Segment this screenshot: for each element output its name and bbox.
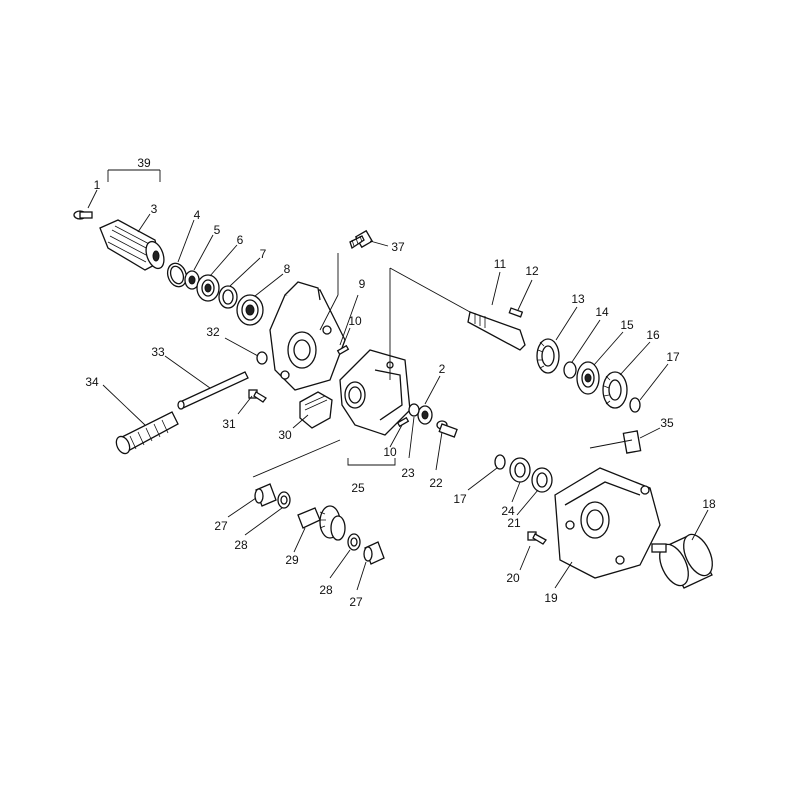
callout-7: 7 [260, 247, 267, 261]
callout-34: 34 [85, 375, 99, 389]
part-9-gear-case [269, 281, 346, 391]
part-3-chuck [99, 219, 165, 271]
part-1-screw [73, 210, 93, 220]
part-19-motor-housing [554, 467, 661, 579]
callout-9: 9 [359, 277, 366, 291]
part-27-sleeve-upper [254, 483, 277, 507]
callout-18: 18 [702, 497, 716, 511]
part-7-spacer [218, 285, 238, 309]
part-11-spindle [467, 311, 526, 351]
part-21-bearing [531, 467, 553, 493]
part-28-washer-upper [277, 491, 291, 509]
part-31-screw [248, 389, 267, 403]
assembly-lines [107, 169, 633, 478]
callout-35: 35 [660, 416, 674, 430]
callout-17-upper: 17 [666, 350, 680, 364]
callout-22: 22 [429, 476, 443, 490]
part-20-screw [527, 531, 547, 545]
callout-30: 30 [278, 428, 292, 442]
part-15-clutch [576, 361, 600, 395]
callout-17-lower: 17 [453, 492, 467, 506]
callout-12: 12 [525, 264, 539, 278]
part-29-gear-shaft [297, 505, 346, 541]
callout-2: 2 [439, 362, 446, 376]
part-35-label [622, 430, 642, 454]
callout-14: 14 [595, 305, 609, 319]
part-10-pin-lower [396, 416, 410, 428]
callout-25: 25 [351, 481, 365, 495]
part-18-drum [651, 533, 713, 589]
part-25-gear-housing [339, 349, 411, 436]
part-24-bearing [509, 457, 531, 483]
part-23-washer [408, 403, 420, 417]
part-10-pin-upper [336, 344, 350, 356]
callout-27-lower: 27 [349, 595, 363, 609]
callout-20: 20 [506, 571, 520, 585]
part-32-o-ring [256, 351, 268, 365]
part-17-snap-ring-lower [494, 454, 506, 470]
callout-16: 16 [646, 328, 660, 342]
leader-lines [87, 189, 709, 591]
callout-4: 4 [194, 208, 201, 222]
part-22-bolt [436, 420, 458, 438]
callout-labels: 39 1 3 4 5 6 7 8 37 9 10 32 33 34 31 30 … [85, 156, 716, 609]
part-13-gear [536, 338, 560, 374]
callout-39: 39 [137, 156, 151, 170]
callout-28-lower: 28 [319, 583, 333, 597]
callout-29: 29 [285, 553, 299, 567]
part-37-bolt [349, 229, 374, 250]
callout-1: 1 [94, 178, 101, 192]
callout-15: 15 [620, 318, 634, 332]
part-17-snap-ring-upper [629, 397, 641, 413]
callout-19: 19 [544, 591, 558, 605]
part-4-snap-ring [166, 262, 188, 288]
part-2-pinion-gear [417, 405, 433, 425]
callout-11: 11 [494, 257, 507, 271]
callout-6: 6 [237, 233, 244, 247]
part-8-bearing [236, 294, 264, 326]
callout-31: 31 [222, 417, 236, 431]
callout-32: 32 [206, 325, 220, 339]
callout-21: 21 [507, 516, 521, 530]
callout-5: 5 [214, 223, 221, 237]
callout-3: 3 [151, 202, 158, 216]
callout-10-upper: 10 [348, 314, 362, 328]
callout-28-upper: 28 [234, 538, 248, 552]
callout-24: 24 [501, 504, 515, 518]
callout-33: 33 [151, 345, 165, 359]
callout-37: 37 [391, 240, 405, 254]
callout-8: 8 [284, 262, 291, 276]
callout-27-upper: 27 [214, 519, 228, 533]
part-5-washer [184, 270, 200, 290]
part-12-key [508, 307, 524, 318]
part-28-washer-lower [347, 533, 361, 551]
part-34-side-handle [115, 411, 179, 455]
part-33-rod [177, 371, 249, 410]
part-14-ring [563, 361, 577, 379]
part-30-switch [299, 391, 333, 429]
part-6-bearing [196, 274, 220, 302]
callout-10-lower: 10 [383, 445, 397, 459]
callout-13: 13 [571, 292, 585, 306]
callout-23: 23 [401, 466, 415, 480]
part-27-sleeve-lower [363, 541, 385, 565]
part-16-gear [602, 371, 628, 409]
